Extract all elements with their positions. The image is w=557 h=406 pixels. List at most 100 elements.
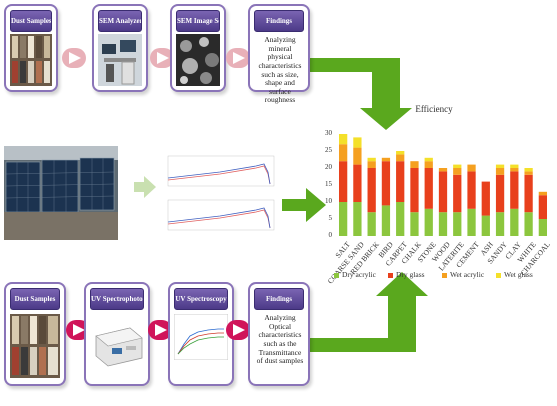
light-arrow-icon xyxy=(134,176,156,198)
bar-segment xyxy=(438,171,448,213)
bar-segment xyxy=(353,164,362,202)
chevron-arrow-icon xyxy=(148,320,172,340)
bar-segment xyxy=(510,164,519,168)
findings-text: Analyzing mineral physical characteristi… xyxy=(258,35,302,105)
bar-segment xyxy=(424,161,433,168)
y-tick-label: 20 xyxy=(325,163,332,171)
bar-segment xyxy=(524,171,533,175)
legend-item: Dry acrylic xyxy=(334,270,376,279)
findings-card-2: Findings Analyzing Optical characteristi… xyxy=(248,282,310,386)
bar-segment xyxy=(396,151,405,155)
bar-segment xyxy=(367,161,376,168)
y-tick-label: 0 xyxy=(328,231,333,239)
bar-segment xyxy=(410,212,419,236)
bar-segment xyxy=(353,137,362,148)
bar-segment xyxy=(338,161,348,202)
dust-samples-photo xyxy=(10,314,60,378)
card-title: Dust Samples xyxy=(10,10,52,32)
card-title: UV Spectrophotometer xyxy=(90,288,144,310)
bar-segment xyxy=(467,164,476,172)
solar-panels-photo xyxy=(4,146,118,240)
bar-segment xyxy=(495,164,505,168)
bar-segment xyxy=(453,168,462,175)
chevron-arrow-icon xyxy=(62,48,86,68)
legend-item: Wet glass xyxy=(496,270,533,279)
y-tick-label: 30 xyxy=(325,129,332,137)
bar-segment xyxy=(467,208,476,236)
bar-segment xyxy=(495,168,505,175)
bar-segment xyxy=(410,161,419,168)
bar-segment xyxy=(381,205,391,236)
legend-item: Wet acrylic xyxy=(442,270,484,279)
bar-segment xyxy=(396,161,405,202)
findings-text: Analyzing Optical characteristics such a… xyxy=(256,313,304,366)
bar-segment xyxy=(367,212,376,236)
bar-segment xyxy=(353,147,362,165)
bar-segment xyxy=(338,144,348,162)
uv-spectrophotometer-card: UV Spectrophotometer xyxy=(84,282,150,386)
sem-analyzer-photo xyxy=(98,34,142,86)
bar-segment xyxy=(538,191,548,196)
dust-samples-card-2: Dust Samples xyxy=(4,282,66,386)
bar-segment xyxy=(524,168,533,172)
bar-segment xyxy=(353,202,362,236)
card-title: Dust Samples xyxy=(10,288,60,310)
dust-samples-card-1: Dust Samples xyxy=(4,4,58,92)
bar-segment xyxy=(510,168,519,172)
sem-scan-card: SEM Image Scan xyxy=(170,4,226,92)
iv-curves-plot xyxy=(160,148,282,240)
legend-label: Dry glass xyxy=(396,270,425,279)
bar-segment xyxy=(510,171,519,209)
legend-label: Wet glass xyxy=(504,270,533,279)
legend-item: Dry glass xyxy=(388,270,425,279)
legend-label: Dry acrylic xyxy=(342,270,376,279)
findings-card-1: Findings Analyzing mineral physical char… xyxy=(248,4,310,104)
bar-segment xyxy=(338,202,348,236)
bar-segment xyxy=(538,195,548,219)
bar-segment xyxy=(524,212,533,236)
bar-segment xyxy=(367,157,376,162)
bar-segment xyxy=(453,164,462,168)
bar-segment xyxy=(481,181,490,216)
chart-plot-area xyxy=(338,134,548,236)
bar-segment xyxy=(381,157,391,162)
dust-samples-photo xyxy=(10,34,52,86)
card-title: SEM Image Scan xyxy=(176,10,220,32)
legend-swatch xyxy=(496,272,501,278)
bar-segment xyxy=(424,157,433,162)
chart-title: Efficiency xyxy=(415,104,453,114)
bar-segment xyxy=(438,168,448,172)
card-title: UV Spectroscopy xyxy=(174,288,228,310)
card-title: SEM Analyzer xyxy=(98,10,142,32)
bar-segment xyxy=(495,174,505,213)
card-title: Findings xyxy=(254,288,304,310)
legend-swatch xyxy=(388,272,393,278)
bar-segment xyxy=(367,168,376,213)
bottom-connector-arrow xyxy=(300,272,428,352)
bar-segment xyxy=(524,174,533,213)
chevron-arrow-icon xyxy=(226,48,250,68)
sem-analyzer-card: SEM Analyzer xyxy=(92,4,148,92)
card-title: Findings xyxy=(254,10,304,32)
bar-segment xyxy=(396,202,405,236)
bar-segment xyxy=(424,168,433,209)
middle-connector-arrow xyxy=(282,188,326,222)
bar-segment xyxy=(467,171,476,209)
y-tick-label: 25 xyxy=(325,146,332,154)
uv-spectroscopy-card: UV Spectroscopy xyxy=(168,282,234,386)
legend-swatch xyxy=(334,272,339,278)
spectrophotometer-icon xyxy=(95,327,143,367)
legend-swatch xyxy=(442,272,447,278)
top-connector-arrow xyxy=(300,58,412,130)
spectroscopy-plot xyxy=(174,314,228,360)
bar-segment xyxy=(396,154,405,162)
bar-segment xyxy=(510,208,519,236)
chevron-arrow-icon xyxy=(150,48,174,68)
bar-segment xyxy=(381,161,391,206)
bar-segment xyxy=(453,212,462,236)
bar-segment xyxy=(410,168,419,213)
bar-segment xyxy=(424,208,433,236)
bar-segment xyxy=(438,212,448,236)
